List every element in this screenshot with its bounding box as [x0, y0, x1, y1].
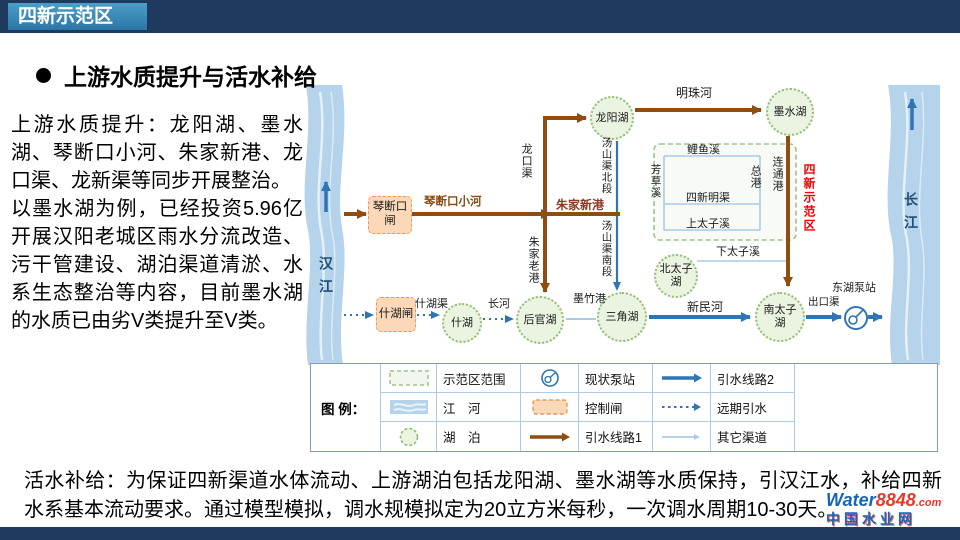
label-donghu-pump-station: 东湖泵站	[832, 282, 876, 294]
label-shihu-canal: 什湖渠	[415, 298, 448, 310]
legend-label-zone-text: 示范区范围	[443, 372, 506, 387]
diversion-route-1	[344, 105, 793, 293]
legend-label-line1: 引水线路1	[579, 422, 653, 451]
label-yangtze-river: 长江	[903, 192, 919, 238]
legend-label-line1-text: 引水线路1	[585, 431, 642, 445]
label-longkou-canal: 龙口渠	[520, 143, 533, 179]
pump-station-icon	[844, 306, 868, 330]
watermark-domain: .com	[915, 497, 942, 509]
label-mingzhu-river: 明珠河	[676, 86, 713, 100]
watermark: Water8848.com 中国水业网	[826, 491, 941, 526]
left-text-block: 上游水质提升：龙阳湖、墨水湖、琴断口小河、朱家新港、龙口渠、龙新渠等同步开展整治…	[11, 111, 303, 335]
yangtze-river	[887, 85, 940, 365]
legend-label-zone: 示范区范围	[437, 364, 521, 393]
label-outlet-canal: 出口渠	[808, 296, 840, 308]
lake-beitaizi: 北太子湖	[654, 254, 698, 298]
legend-label-river: 江 河	[437, 393, 521, 422]
lake-icon	[381, 422, 437, 451]
header-bar	[0, 0, 960, 33]
label-zhujia-xingang: 朱家新港	[556, 198, 605, 212]
label-changhe: 长河	[488, 298, 510, 310]
lake-houguan: 后官湖	[516, 296, 564, 344]
footer-bar	[0, 527, 960, 540]
legend: 图 例： 示范区范围 现状泵站 引水线路2 江 河 控制闸	[310, 363, 938, 452]
legend-label-pump: 现状泵站	[579, 364, 653, 393]
diversion-line1-icon	[521, 422, 579, 451]
gate-qinduankou: 琴断口闸	[368, 196, 412, 234]
lake-moshui: 墨水湖	[766, 88, 814, 136]
watermark-subtitle: 中国水业网	[826, 511, 916, 527]
future-diversion-route	[344, 311, 514, 323]
section-heading: 上游水质提升与活水补给	[36, 58, 317, 92]
lake-nantaizi: 南太子湖	[755, 292, 805, 342]
legend-label-other-text: 其它渠道	[717, 431, 768, 445]
pump-station-legend-icon	[521, 364, 579, 393]
watermark-number: 8848	[875, 490, 916, 510]
label-mozhu-gang: 墨竹港	[573, 293, 606, 305]
label-xinmin-river: 新民河	[687, 300, 724, 314]
left-paragraph-2: 以墨水湖为例，已经投资5.96亿开展汉阳老城区雨水分流改造、污干管建设、湖泊渠道…	[11, 198, 303, 332]
legend-label-pump-text: 现状泵站	[585, 372, 636, 387]
label-tangshan-south: 汤山渠南段	[600, 220, 613, 278]
watermark-word: Water	[826, 490, 876, 510]
legend-label-lake: 湖 泊	[437, 422, 521, 451]
label-han-river: 汉江	[318, 256, 334, 302]
label-demo-zone: 四新示范区	[802, 163, 816, 233]
label-sixin-channel: 四新明渠	[686, 192, 730, 204]
control-gate-icon	[521, 393, 579, 422]
other-channels	[566, 155, 786, 320]
label-fangcao-creek: 芳草溪	[649, 164, 662, 199]
legend-title: 图 例：	[311, 364, 381, 451]
other-channel-icon	[653, 422, 711, 451]
bullet-icon	[36, 67, 51, 83]
future-diversion-icon	[653, 393, 711, 422]
label-liyu-creek: 鲤鱼溪	[687, 144, 720, 156]
legend-label-other: 其它渠道	[711, 422, 795, 451]
legend-label-gate-text: 控制闸	[585, 401, 623, 416]
page-title: 四新示范区	[8, 3, 148, 30]
zone-range-icon	[381, 364, 437, 393]
legend-label-river-text: 江 河	[443, 401, 481, 416]
lake-longyang: 龙阳湖	[590, 96, 634, 140]
label-liantonggang: 连通港	[771, 156, 784, 192]
section-title: 上游水质提升与活水补给	[64, 64, 317, 90]
bottom-text: 活水补给：为保证四新渠道水体流动、上游湖泊包括龙阳湖、墨水湖等水质保持，引汉江水…	[24, 470, 942, 521]
han-river	[304, 85, 345, 365]
label-xiataizi-creek: 下太子溪	[716, 246, 760, 258]
left-paragraph-1: 上游水质提升：龙阳湖、墨水湖、琴断口小河、朱家新港、龙口渠、龙新渠等同步开展整治…	[11, 114, 303, 192]
label-zonggang: 总港	[749, 165, 762, 189]
legend-label-line2: 引水线路2	[711, 364, 795, 393]
label-qinduankou-river: 琴断口小河	[424, 196, 482, 208]
legend-label-lake-text: 湖 泊	[443, 431, 481, 445]
label-zhujia-laogang: 朱家老港	[527, 236, 540, 284]
diversion-line2-icon	[653, 364, 711, 393]
river-icon	[381, 393, 437, 422]
legend-label-line2-text: 引水线路2	[717, 372, 774, 387]
legend-label-future-text: 远期引水	[717, 401, 768, 416]
lake-shihu: 什湖	[442, 303, 482, 343]
label-tangshan-north: 汤山渠北段	[600, 137, 613, 195]
legend-grid: 图 例： 示范区范围 现状泵站 引水线路2 江 河 控制闸	[311, 364, 795, 451]
watermark-logo: Water8848.com	[826, 491, 941, 509]
legend-label-future: 远期引水	[711, 393, 795, 422]
gate-shihu: 什湖闸	[376, 297, 416, 332]
label-shangtaizi-creek: 上太子溪	[686, 218, 730, 230]
legend-label-gate: 控制闸	[579, 393, 653, 422]
lake-sanjiao: 三角湖	[597, 292, 647, 342]
